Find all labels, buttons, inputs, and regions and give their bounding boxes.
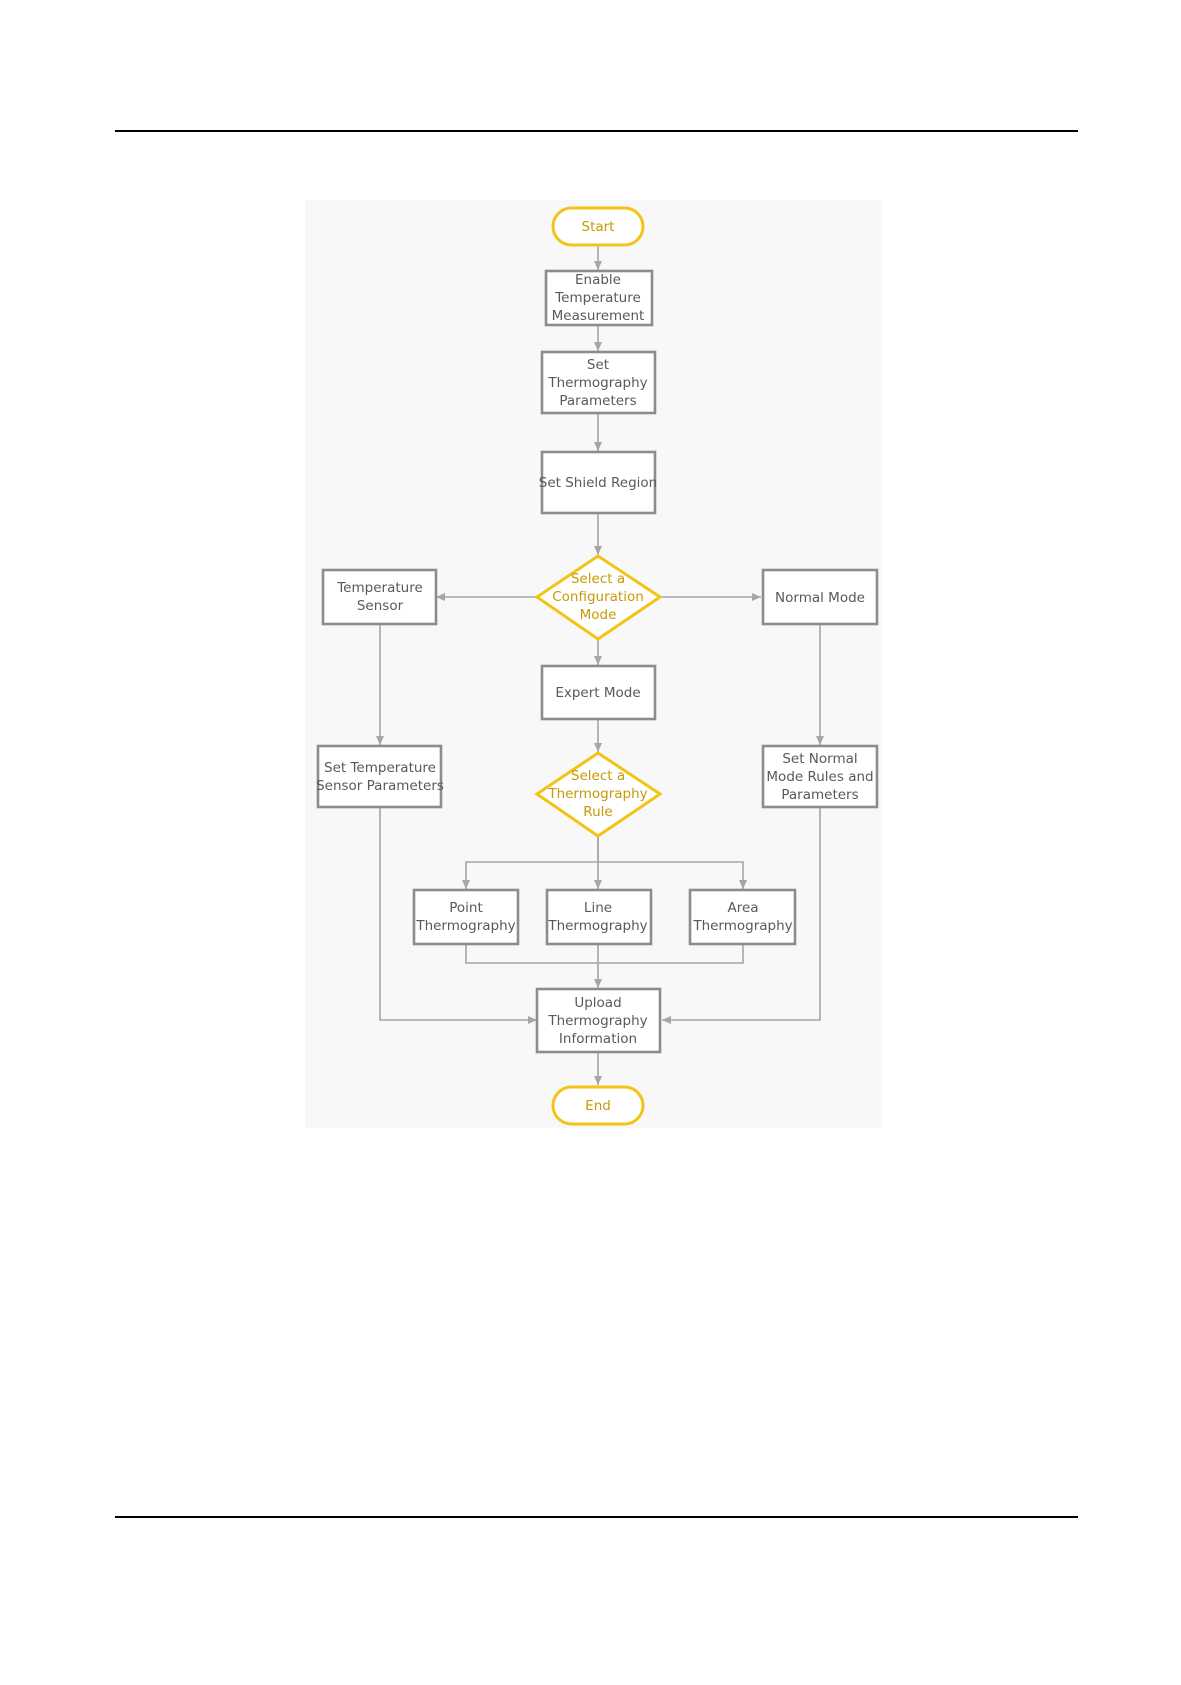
rule-line-2: Thermography	[547, 786, 647, 802]
normalrules-line-2: Mode Rules and	[766, 769, 873, 785]
enable-line-2: Temperature	[554, 290, 641, 306]
line-line-1: Line	[584, 900, 612, 916]
area-thermography-box: Area Thermography	[688, 888, 797, 946]
set-temperature-sensor-parameters-box: Set Temperature Sensor Parameters	[316, 744, 444, 809]
edge-merge	[465, 944, 744, 964]
enable-line-1: Enable	[575, 272, 621, 288]
edge-sensorparams-upload	[379, 807, 537, 1024]
end-label: End	[585, 1098, 611, 1114]
point-line-2: Thermography	[415, 918, 515, 934]
edge-rule-area	[598, 861, 747, 889]
set-shield-region-box: Set Shield Region	[539, 450, 657, 515]
normal-mode-label: Normal Mode	[775, 590, 865, 606]
area-line-1: Area	[727, 900, 758, 916]
header-rule	[115, 130, 1078, 132]
upload-line-1: Upload	[574, 995, 621, 1011]
set-thermography-parameters-box: Set Thermography Parameters	[540, 350, 657, 415]
setparams-line-2: Thermography	[547, 375, 647, 391]
point-thermography-box: Point Thermography	[412, 888, 520, 946]
rule-line-1: Select a	[571, 768, 625, 784]
start-label: Start	[582, 219, 615, 235]
temperature-sensor-box: Temperature Sensor	[321, 568, 438, 626]
start-terminal: Start	[551, 206, 645, 247]
upload-line-3: Information	[559, 1031, 637, 1047]
enable-temperature-measurement-box: Enable Temperature Measurement	[544, 269, 654, 327]
select-thermography-rule-decision: Select a Thermography Rule	[534, 751, 663, 838]
area-line-2: Thermography	[692, 918, 792, 934]
setparams-line-1: Set	[587, 357, 609, 373]
line-line-2: Thermography	[547, 918, 647, 934]
sensor-line-2: Sensor	[357, 598, 404, 614]
enable-line-3: Measurement	[552, 308, 645, 324]
shield-label: Set Shield Region	[539, 475, 657, 491]
sensorparams-line-2: Sensor Parameters	[316, 778, 444, 794]
config-line-3: Mode	[580, 607, 617, 623]
normalrules-line-3: Parameters	[781, 787, 858, 803]
normal-mode-box: Normal Mode	[761, 568, 879, 626]
edge-normalrules-upload	[662, 807, 821, 1024]
expert-mode-box: Expert Mode	[540, 664, 657, 721]
edge-rule-point	[462, 836, 599, 889]
upload-line-2: Thermography	[547, 1013, 647, 1029]
set-normal-mode-rules-box: Set Normal Mode Rules and Parameters	[761, 744, 879, 809]
sensorparams-line-1: Set Temperature	[324, 760, 436, 776]
point-line-1: Point	[449, 900, 483, 916]
setparams-line-3: Parameters	[559, 393, 636, 409]
line-thermography-box: Line Thermography	[545, 888, 653, 946]
footer-rule	[115, 1516, 1078, 1518]
rule-line-3: Rule	[583, 804, 612, 820]
upload-thermography-information-box: Upload Thermography Information	[535, 987, 662, 1054]
normalrules-line-1: Set Normal	[782, 751, 857, 767]
select-configuration-mode-decision: Select a Configuration Mode	[534, 554, 663, 641]
expert-mode-label: Expert Mode	[555, 685, 640, 701]
end-terminal: End	[551, 1085, 645, 1126]
sensor-line-1: Temperature	[336, 580, 423, 596]
connectors	[376, 245, 824, 1085]
config-line-2: Configuration	[552, 589, 644, 605]
config-line-1: Select a	[571, 571, 625, 587]
